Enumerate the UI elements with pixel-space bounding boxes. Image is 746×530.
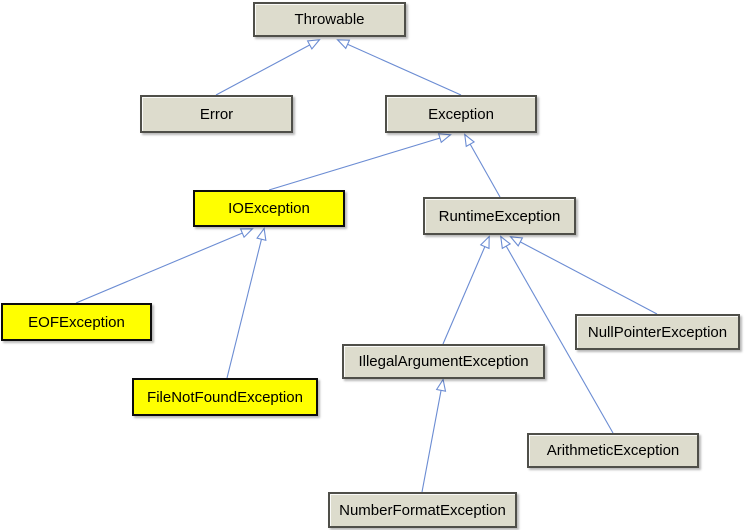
node-label: IllegalArgumentException	[358, 353, 529, 370]
node-ioexception: IOException	[193, 190, 345, 227]
node-label: NumberFormatException	[339, 501, 506, 519]
edge-eofexception-ioexception	[75, 228, 254, 304]
node-exception: Exception	[385, 95, 537, 133]
node-label: ArithmeticException	[546, 442, 680, 459]
edge-runtimeexception-exception	[464, 133, 501, 198]
edge-illegalargument-runtime	[442, 235, 490, 345]
node-label: IOException	[228, 200, 310, 217]
edge-filenotfound-ioexception	[226, 227, 267, 379]
edge-ioexception-exception	[268, 133, 452, 191]
node-illegalargumentexception: IllegalArgumentException	[342, 344, 545, 379]
node-error: Error	[140, 95, 293, 133]
node-numberformatexception: NumberFormatException	[328, 492, 517, 528]
node-label: NullPointerException	[587, 323, 728, 341]
edge-numberformat-illegalargument	[421, 378, 447, 493]
node-label: Error	[199, 105, 234, 123]
node-nullpointerexception: NullPointerException	[575, 314, 740, 350]
node-runtimeexception: RuntimeException	[423, 197, 576, 235]
node-filenotfoundexception: FileNotFoundException	[132, 378, 318, 416]
node-throwable: Throwable	[253, 2, 406, 37]
node-eofexception: EOFException	[1, 303, 152, 341]
node-label: FileNotFoundException	[147, 388, 303, 406]
node-arithmeticexception: ArithmeticException	[527, 433, 699, 468]
node-label: Exception	[428, 105, 494, 123]
edge-error-throwable	[215, 39, 321, 96]
edge-nullpointer-runtime	[509, 236, 658, 315]
edge-exception-throwable	[336, 39, 462, 96]
node-label: RuntimeException	[438, 207, 561, 225]
node-label: Throwable	[294, 11, 365, 28]
node-label: EOFException	[28, 313, 125, 331]
